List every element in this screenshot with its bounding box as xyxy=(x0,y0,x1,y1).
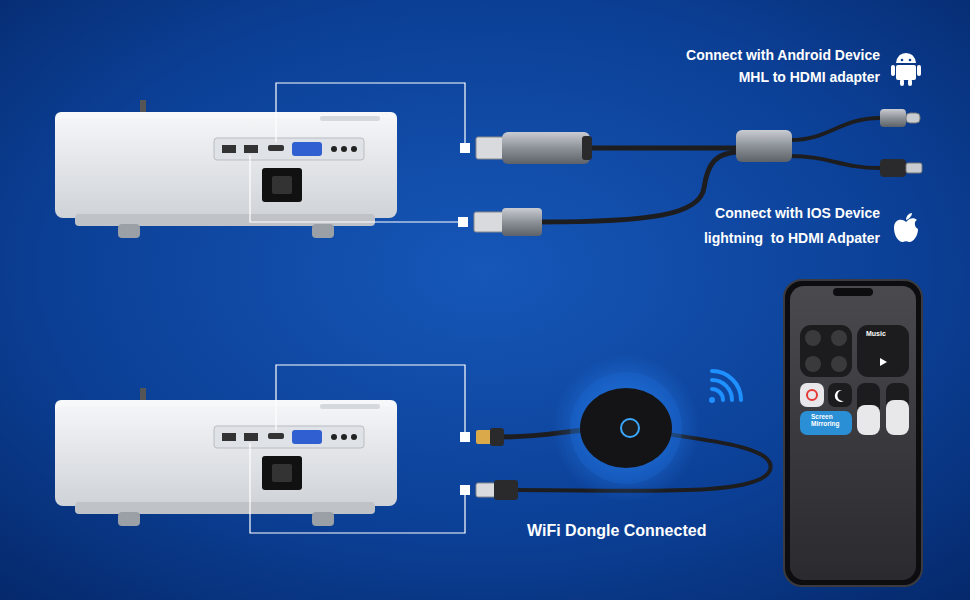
dongle-caption-anchor: WiFi Dongle Connected xyxy=(527,522,706,540)
screen-tile-label: Music xyxy=(866,330,886,338)
screen-tile-label-anchor: Screen Mirroring xyxy=(811,413,851,427)
adapter-caption: lightning to HDMI Adpater xyxy=(704,230,880,246)
screen-tile-label: Screen Mirroring xyxy=(811,413,851,427)
mhl-lightning-cable xyxy=(474,109,922,236)
wifi-dongle xyxy=(476,354,771,502)
device-caption: Connect with Android Device xyxy=(686,47,880,63)
smartphone xyxy=(784,280,922,586)
wifi-icon xyxy=(709,371,741,403)
dongle-caption: WiFi Dongle Connected xyxy=(527,522,706,540)
android-icon xyxy=(891,53,921,86)
projector xyxy=(55,388,397,526)
device-caption-anchor: Connect with IOS Device xyxy=(715,205,880,221)
device-caption-anchor: Connect with Android Device xyxy=(686,47,880,63)
port-marker xyxy=(458,143,470,495)
leader-line xyxy=(250,83,465,533)
adapter-caption-anchor: MHL to HDMI adapter xyxy=(739,69,880,85)
screen-tile-label-anchor: Music xyxy=(866,330,886,338)
projector xyxy=(55,100,397,238)
adapter-caption: MHL to HDMI adapter xyxy=(739,69,880,85)
device-caption: Connect with IOS Device xyxy=(715,205,880,221)
adapter-caption-anchor: lightning to HDMI Adpater xyxy=(704,230,880,246)
apple-icon xyxy=(894,213,918,242)
